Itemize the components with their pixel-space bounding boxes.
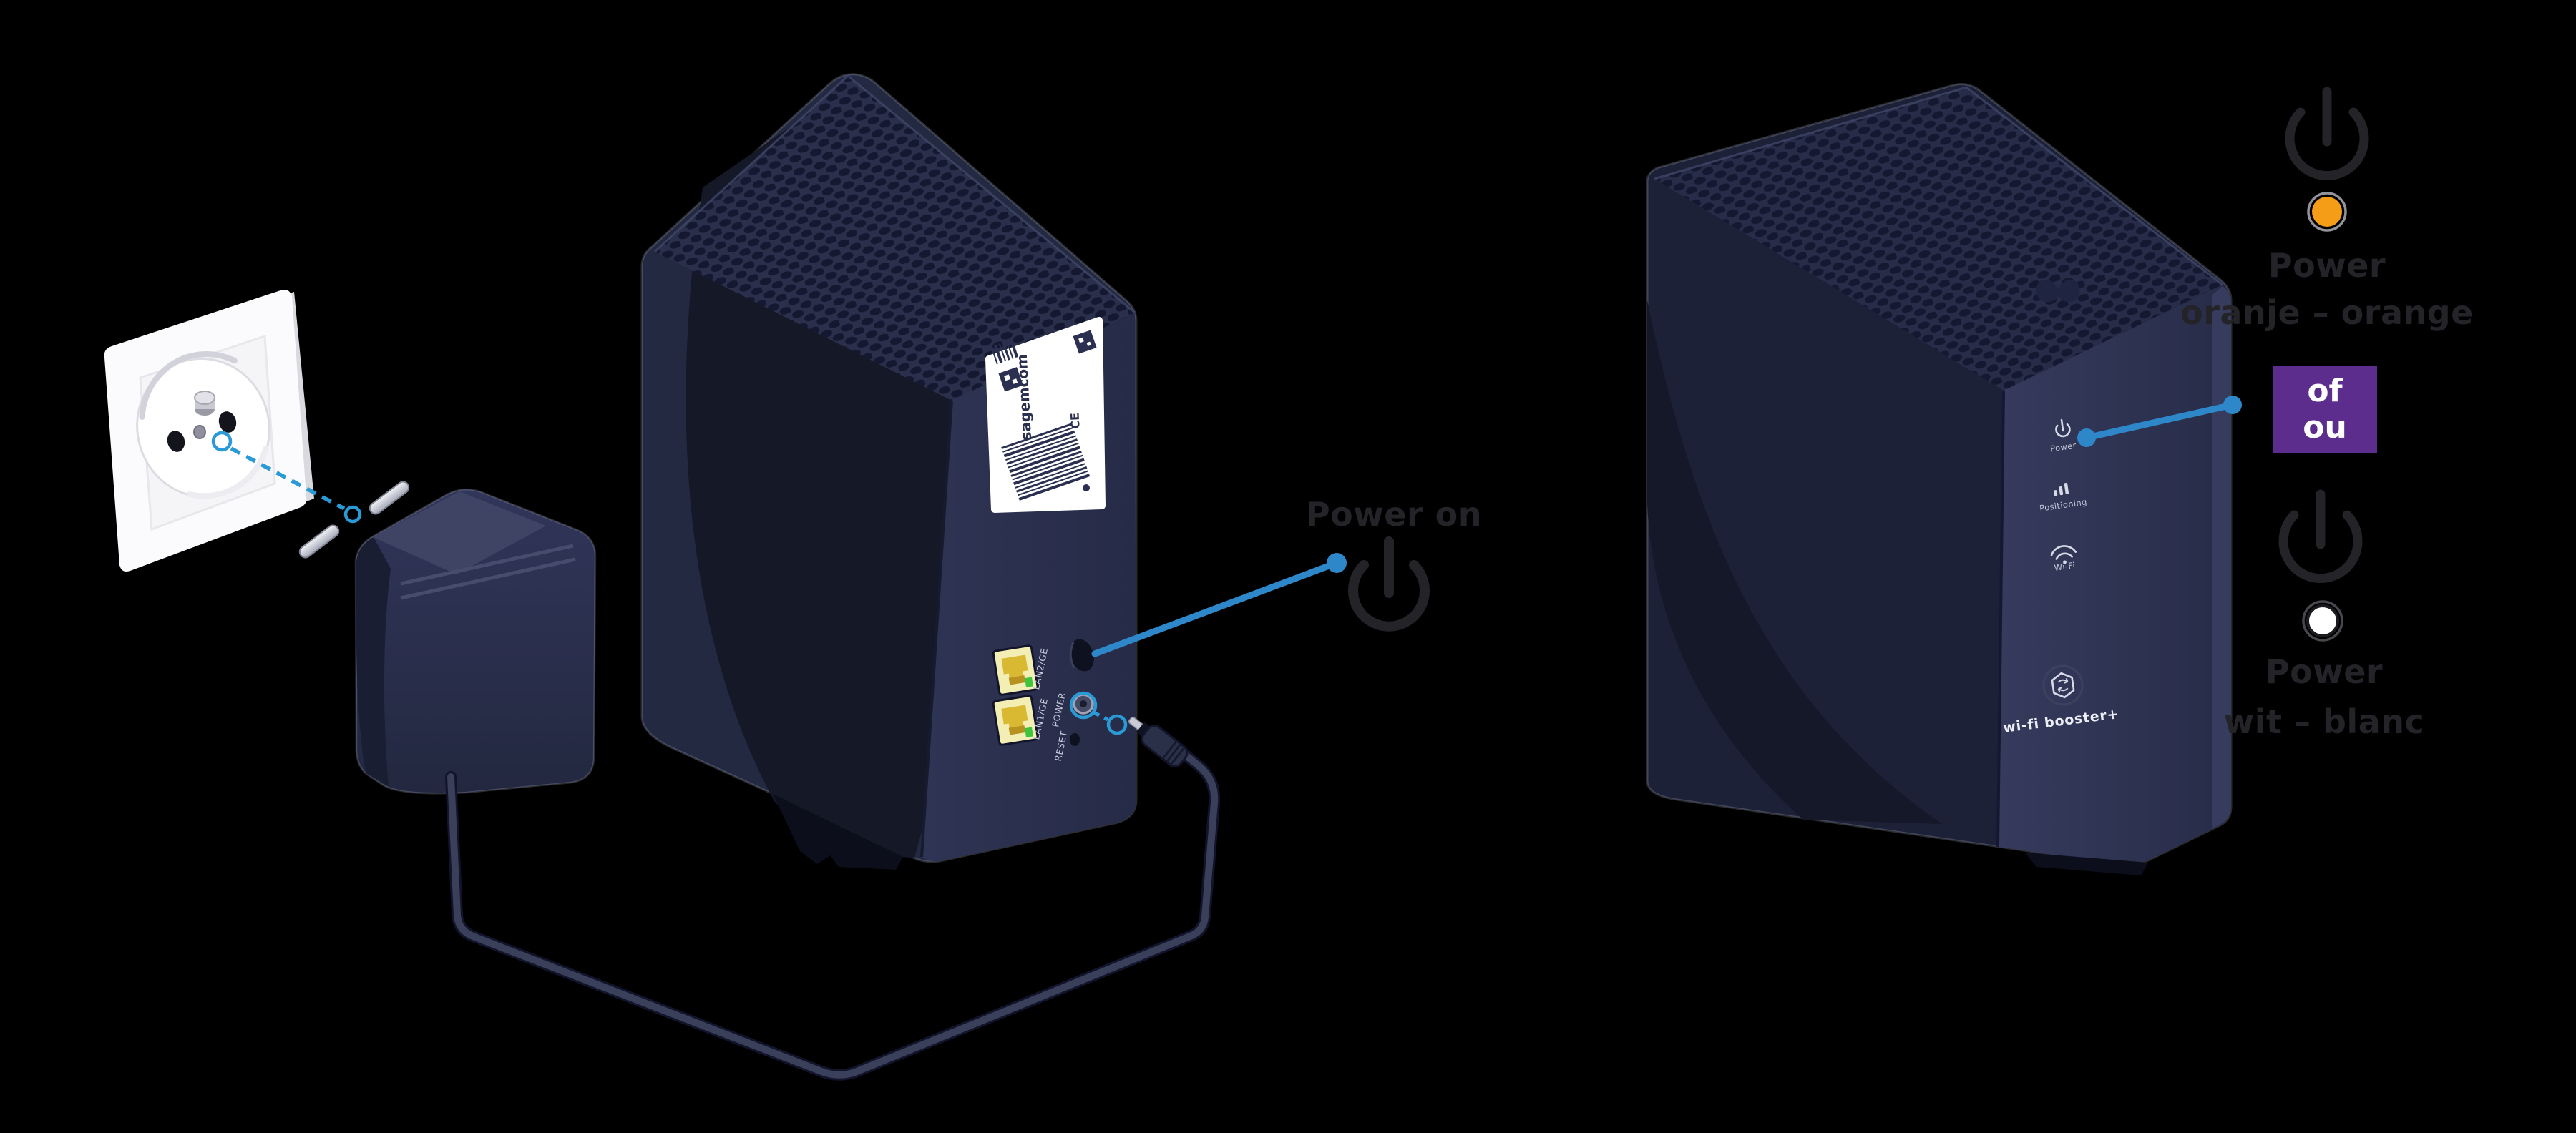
guide-circle-dc-plug — [1106, 714, 1128, 735]
booster-front-foot — [2025, 853, 2148, 876]
front-wifi-led — [2050, 545, 2077, 564]
wall-socket — [104, 290, 314, 572]
lan2-port — [992, 644, 1039, 696]
socket-plug-guide — [211, 431, 362, 524]
guide-circle-plug — [343, 505, 362, 524]
wifi-booster-front: Power Positioning Wi-Fi wi-fi booster+ — [1646, 83, 2233, 876]
white-led-dot — [2306, 604, 2339, 637]
sticker-qr-code — [998, 367, 1023, 392]
sticker-logo-mark — [1083, 484, 1090, 491]
booster-front-edge-highlight — [2212, 286, 2231, 828]
guide-circle-jack — [1069, 691, 1098, 720]
front-power-label: Power — [2049, 441, 2077, 454]
led-orange-subtitle: oranje – orange — [2180, 293, 2474, 332]
socket-hole-right — [218, 411, 237, 433]
led-orange-title: Power — [2268, 246, 2386, 285]
reset-hole[interactable] — [1070, 733, 1080, 746]
guide-dashed-line-jack — [1092, 710, 1109, 722]
wifi-booster-rear: sagemcom CE — [640, 73, 1138, 870]
adapter-side-facet — [356, 537, 391, 786]
power-on-label: Power on — [1305, 495, 1483, 534]
sticker-barcode-2 — [990, 339, 1019, 365]
led-white-subtitle: wit – blanc — [2223, 702, 2425, 741]
guide-dashed-line-plug — [230, 446, 346, 511]
sticker-barcode — [1001, 423, 1091, 501]
power-icon-top — [2285, 87, 2369, 180]
front-power-led — [2055, 418, 2071, 438]
jack-plug-guide — [1069, 691, 1128, 735]
front-positioning-led — [2054, 482, 2069, 496]
power-led-arrow — [2077, 396, 2242, 447]
front-wifi-label: Wi-Fi — [2054, 560, 2076, 573]
booster-front-side-shadow — [1647, 300, 1942, 824]
dc-plug — [1128, 716, 1189, 767]
adapter-top-facet — [373, 491, 546, 574]
sticker-ce-mark: CE — [1068, 412, 1082, 429]
power-on-icon — [1348, 536, 1430, 632]
adapter-body — [354, 488, 597, 795]
guide-circle-socket — [211, 431, 233, 452]
or-box-line2: ou — [2303, 409, 2347, 446]
or-box-line1: of — [2307, 373, 2343, 410]
socket-hole-left — [167, 431, 185, 452]
adapter-prongs — [298, 481, 410, 559]
or-box: of ou — [2273, 366, 2377, 453]
sticker-qr-code-2 — [1073, 330, 1097, 354]
power-on-arrow — [1091, 553, 1347, 657]
proximus-logo-icon — [2036, 279, 2080, 303]
power-adapter — [298, 481, 597, 795]
booster-rear-foot — [773, 794, 903, 870]
power-icon-bottom — [2278, 489, 2363, 583]
pairing-button[interactable] — [2041, 664, 2085, 707]
socket-center-pin — [193, 425, 206, 439]
led-white-title: Power — [2265, 652, 2384, 691]
orange-led-halo — [2307, 192, 2347, 232]
orange-led-dot — [2312, 197, 2342, 227]
rear-info-sticker: sagemcom CE — [985, 317, 1106, 513]
power-cable — [445, 749, 1221, 1081]
socket-ground-pin — [194, 391, 215, 416]
rear-power-button[interactable] — [1066, 636, 1098, 675]
lan1-port — [992, 695, 1039, 746]
white-led-halo — [2302, 600, 2343, 642]
